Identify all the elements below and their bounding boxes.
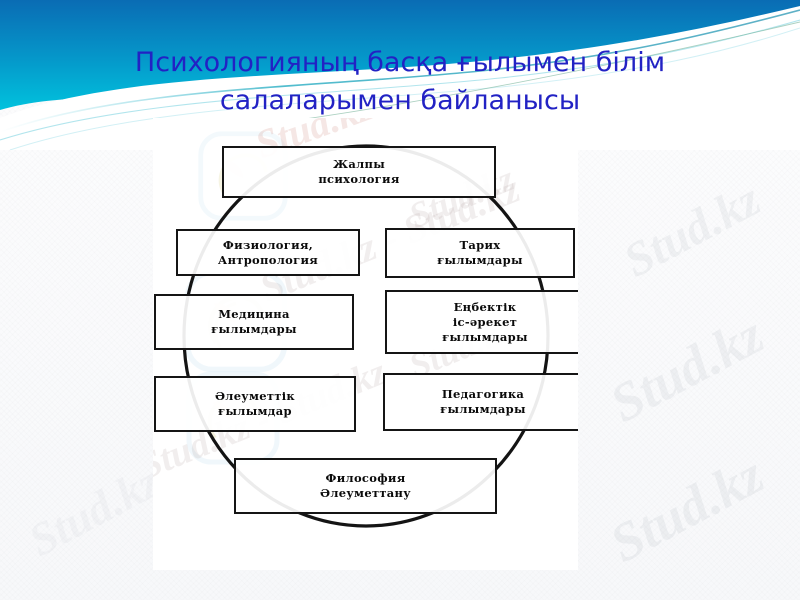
node-line: ғылымдары xyxy=(211,322,297,336)
diagram-node-general-psychology[interactable]: Жалпы психология xyxy=(222,146,496,198)
node-line: Педагогика xyxy=(441,387,525,401)
node-line: Физиология, xyxy=(222,237,314,252)
diagram-node-physiology[interactable]: Физиология, Антропология xyxy=(176,229,360,276)
watermark-text: Stud.kz xyxy=(600,444,774,574)
node-line: ғылымдары xyxy=(437,253,523,267)
node-line: Философия xyxy=(325,471,406,485)
watermark-text: Stud.kz xyxy=(20,455,168,566)
slide-title: Психологияның басқа ғылымен білім салала… xyxy=(60,44,740,120)
node-line: Антропология xyxy=(217,252,319,267)
node-line: Әлеуметтік xyxy=(214,389,296,403)
diagram-node-philosophy[interactable]: Философия Әлеуметтану xyxy=(234,458,497,514)
node-line: ғылымдар xyxy=(218,404,292,418)
node-line: Еңбектік xyxy=(453,299,517,314)
watermark-text: Stud.kz xyxy=(600,304,774,434)
diagram-node-labor-activity[interactable]: Еңбектік іс-әрекет ғылымдары xyxy=(385,290,578,354)
diagram-image: Stud.kz Stud.kz - Stud.kz Stud.kz - Stud… xyxy=(153,118,578,570)
node-line: Жалпы xyxy=(332,157,386,171)
node-line: іс-әрекет xyxy=(452,314,518,329)
slide-title-line-1: Психологияның басқа ғылымен білім xyxy=(134,47,666,78)
diagram-node-history[interactable]: Тарих ғылымдары xyxy=(385,228,575,278)
slide-title-line-2: салаларымен байланысы xyxy=(219,85,581,116)
diagram-node-social-sciences[interactable]: Әлеуметтік ғылымдар xyxy=(154,376,356,432)
diagram-node-pedagogy[interactable]: Педагогика ғылымдары xyxy=(383,373,578,431)
node-line: Әлеуметтану xyxy=(320,486,411,500)
node-line: Медицина xyxy=(218,307,290,321)
node-line: Тарих xyxy=(459,238,501,252)
node-line: ғылымдары xyxy=(442,329,528,344)
watermark-text: Stud.kz xyxy=(615,172,769,288)
diagram-node-medicine[interactable]: Медицина ғылымдары xyxy=(154,294,354,350)
node-line: ғылымдары xyxy=(440,402,526,416)
node-line: психология xyxy=(318,172,400,186)
